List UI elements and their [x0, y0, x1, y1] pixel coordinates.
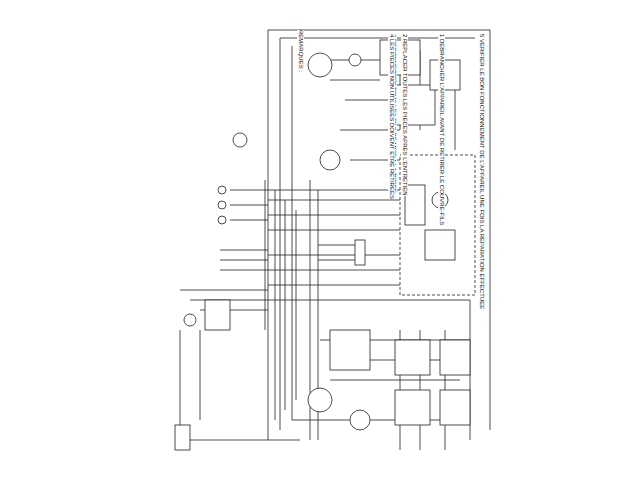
note-line: 4 LES PIECES NON UTILISEES DOIVENT ETRE … — [388, 34, 395, 199]
note-line: 1 DEBRANCHER L'APPAREIL AVANT DE RETIRER… — [438, 34, 445, 225]
components — [175, 40, 475, 450]
note-line: 5 VERIFIER LE BON FONCTIONNEMENT DE L'AP… — [478, 34, 485, 309]
notes-heading: REMARQUES : — [297, 30, 304, 72]
wires — [180, 30, 490, 450]
note-line: 2 REPLACER TOUTES LES PIECES APRES L'ENT… — [401, 34, 408, 196]
